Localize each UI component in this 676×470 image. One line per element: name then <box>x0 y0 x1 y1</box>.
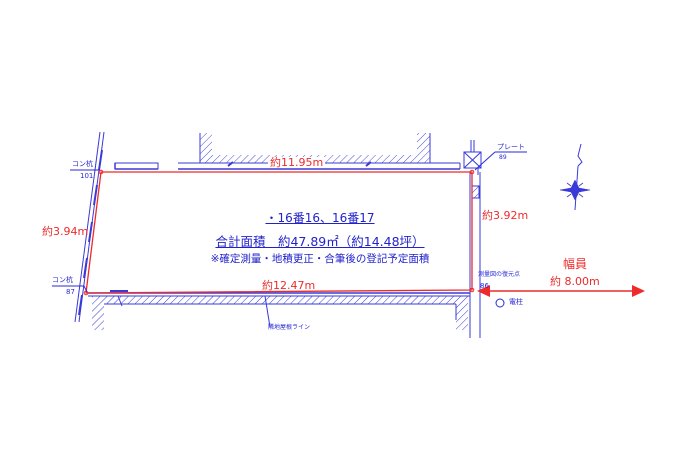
eave-line-label: 隣地屋根ライン <box>268 324 311 331</box>
marker-bottom-right-type: 測量図の復元点 <box>478 271 521 278</box>
marker-leaders <box>52 151 527 293</box>
marker-bottom-right-number: 86 <box>480 282 489 290</box>
road-width: 約 8.00m <box>550 275 600 288</box>
total-area: 合計面積 約47.89㎡（約14.48坪） <box>215 234 425 249</box>
dimension-right: 約3.92m <box>482 209 529 222</box>
dimension-top: 約11.95m <box>268 156 326 169</box>
marker-top-right-type: プレート <box>497 143 525 151</box>
dimension-bottom: 約12.47m <box>262 279 316 292</box>
dimension-left: 約3.94m <box>42 225 89 238</box>
utility-pole-label: 電柱 <box>509 298 523 306</box>
marker-top-left-type: コン杭 <box>72 160 93 168</box>
road-label: 幅員 <box>563 257 588 271</box>
boundary-points <box>83 169 475 296</box>
left-wall <box>74 131 105 323</box>
right-wall <box>463 140 482 338</box>
marker-bottom-left-number: 87 <box>66 288 75 296</box>
area-note: ※確定測量・地積更正・合筆後の登記予定面積 <box>210 253 430 265</box>
lot-numbers: ・16番16、16番17 <box>265 211 375 225</box>
marker-top-left-number: 101 <box>80 172 94 180</box>
marker-top-right-number: 89 <box>499 154 507 161</box>
north-arrow-icon <box>559 143 591 211</box>
circle-icon <box>495 298 505 308</box>
marker-bottom-left-type: コン杭 <box>52 276 73 284</box>
double-arrow-icon <box>477 285 645 297</box>
property-boundary <box>85 171 473 294</box>
